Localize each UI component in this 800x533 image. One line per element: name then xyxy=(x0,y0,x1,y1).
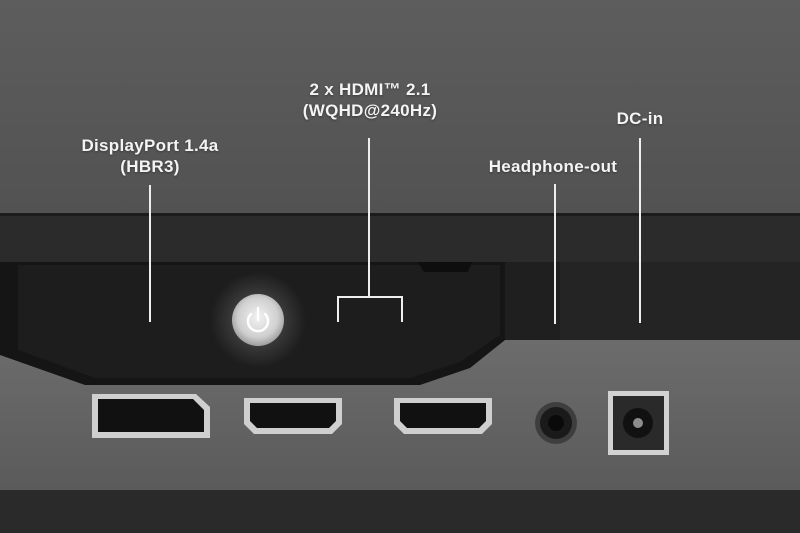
audio-jack-icon xyxy=(535,402,577,444)
dc-power-jack-icon xyxy=(608,391,669,455)
power-button-icon xyxy=(246,306,270,333)
hdmi-label: 2 x HDMI™ 2.1 (WQHD@240Hz) xyxy=(270,79,470,121)
headphone-label: Headphone-out xyxy=(478,156,628,177)
hdmi-label-line-1: 2 x HDMI™ 2.1 xyxy=(309,80,431,99)
displayport-label-line-2: (HBR3) xyxy=(120,157,180,176)
hdmi-port-icon xyxy=(244,398,342,434)
hdmi-port-icon xyxy=(394,398,492,434)
displayport-port-icon xyxy=(92,394,210,438)
bezel-band xyxy=(0,213,800,265)
displayport-label: DisplayPort 1.4a (HBR3) xyxy=(60,135,240,177)
headphone-label-line-1: Headphone-out xyxy=(488,157,618,176)
backdrop xyxy=(0,0,800,215)
hdmi-bracket xyxy=(337,296,403,322)
dc-in-label: DC-in xyxy=(590,108,690,129)
headphone-leader-line xyxy=(554,184,556,324)
displayport-label-line-1: DisplayPort 1.4a xyxy=(81,136,219,155)
hdmi-leader-line xyxy=(368,138,370,298)
dc-in-leader-line xyxy=(639,138,641,323)
dc-in-label-line-1: DC-in xyxy=(616,109,664,128)
displayport-leader-line xyxy=(149,185,151,322)
hdmi-label-line-2: (WQHD@240Hz) xyxy=(302,101,438,120)
bottom-edge xyxy=(0,490,800,533)
